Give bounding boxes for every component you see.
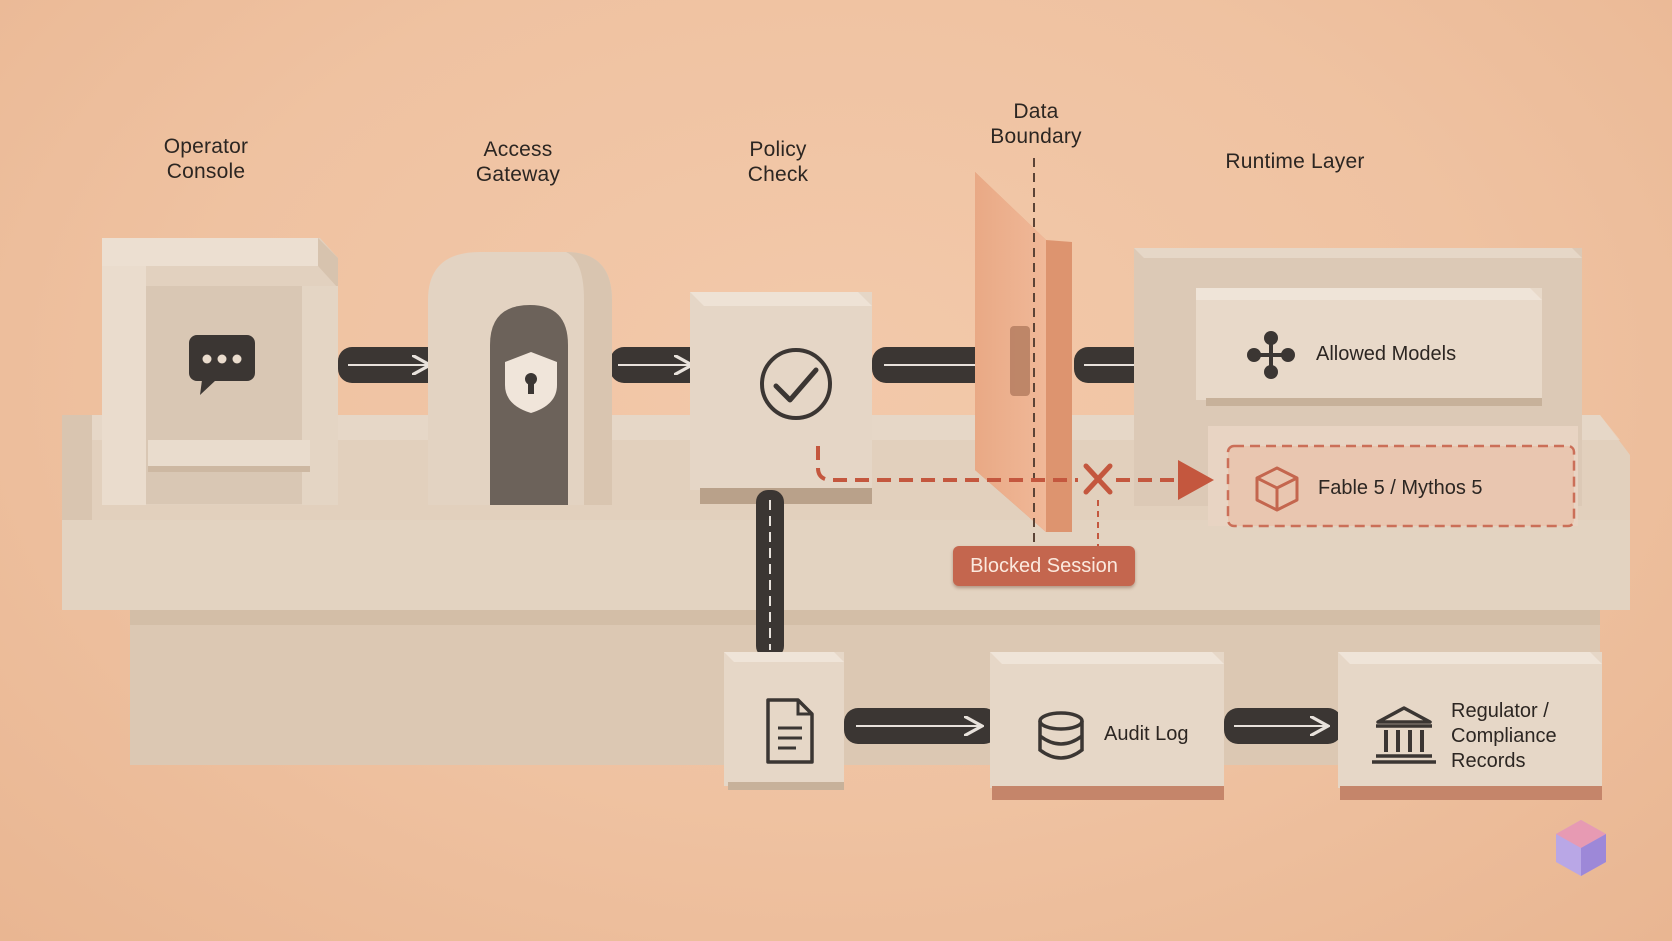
data-boundary-wall: [975, 158, 1072, 545]
label-regulator-records: Regulator / Compliance Records: [1451, 700, 1557, 772]
label-allowed-models: Allowed Models: [1316, 343, 1457, 365]
policy-check-cube: [690, 292, 872, 504]
audit-branch-pipe: [756, 490, 784, 658]
label-policy-check: Policy Check: [747, 138, 809, 186]
label-operator-console: Operator Console: [163, 135, 249, 183]
x-mark-icon: [1083, 463, 1113, 495]
blocked-models-block: [1208, 426, 1578, 528]
node-network-icon: [1247, 331, 1295, 379]
audit-log-block: [990, 652, 1224, 800]
database-icon: [1038, 711, 1084, 760]
chat-bubble-icon: [189, 335, 255, 395]
institution-icon: [1372, 706, 1436, 764]
check-circle-icon: [760, 348, 832, 420]
allowed-models-block: [1196, 288, 1542, 406]
audit-pipes: [844, 708, 1342, 744]
document-block: [724, 652, 844, 790]
corner-cube-mark: [1556, 820, 1606, 876]
blocked-session-badge: Blocked Session: [953, 546, 1135, 586]
label-blocked-models: Fable 5 / Mythos 5: [1318, 477, 1483, 499]
label-access-gateway: Access Gateway: [475, 138, 561, 186]
label-runtime-layer: Runtime Layer: [1225, 150, 1365, 173]
cube-icon: [1255, 466, 1299, 512]
blocked-session-path: [816, 446, 1214, 546]
shield-lock-icon: [505, 352, 557, 413]
label-data-boundary: Data Boundary: [990, 100, 1082, 148]
document-icon: [766, 698, 814, 764]
label-audit-log: Audit Log: [1104, 723, 1189, 745]
